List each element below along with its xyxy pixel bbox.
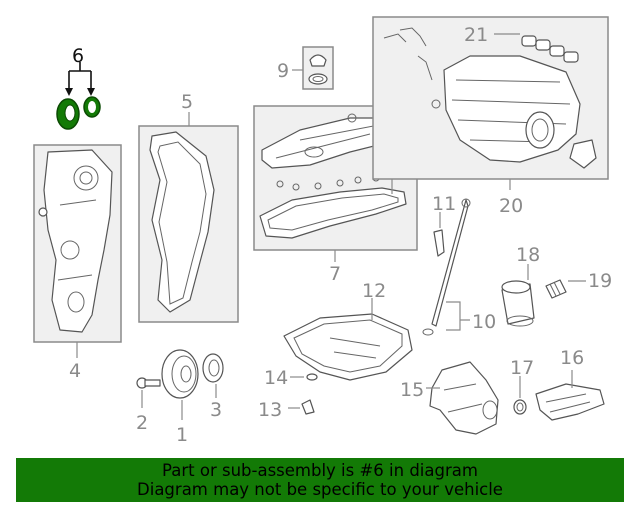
- part-6-seal-assembly[interactable]: [56, 96, 101, 130]
- callout-12[interactable]: 12: [362, 280, 386, 302]
- part-16-baffle-plate[interactable]: [535, 383, 605, 421]
- callout-11[interactable]: 11: [432, 193, 456, 215]
- part-11-dipstick-guide[interactable]: [433, 229, 445, 257]
- part-13-drain-plug[interactable]: [301, 399, 315, 415]
- callout-10[interactable]: 10: [472, 311, 496, 333]
- callout-20[interactable]: 20: [499, 195, 523, 217]
- callout-2[interactable]: 2: [136, 412, 148, 434]
- part-4-timing-cover[interactable]: [43, 149, 113, 333]
- callout-21[interactable]: 21: [464, 24, 488, 46]
- callout-7[interactable]: 7: [329, 263, 341, 285]
- part-12-oil-pan[interactable]: [283, 313, 413, 381]
- banner-line-part: Part or sub-assembly is #6 in diagram: [162, 461, 478, 480]
- callout-3[interactable]: 3: [210, 399, 222, 421]
- banner-line-disclaimer: Diagram may not be specific to your vehi…: [137, 480, 503, 499]
- part-19-drain-plug[interactable]: [545, 279, 567, 299]
- leader-10: [446, 301, 470, 331]
- part-3-crank-seal[interactable]: [202, 353, 224, 383]
- part-2-pulley-bolt[interactable]: [136, 377, 161, 389]
- part-1-crank-pulley[interactable]: [161, 349, 199, 399]
- callout-19[interactable]: 19: [588, 270, 612, 292]
- callout-1[interactable]: 1: [176, 424, 188, 446]
- callout-9[interactable]: 9: [277, 60, 289, 82]
- callout-4[interactable]: 4: [69, 360, 81, 382]
- callout-18[interactable]: 18: [516, 244, 540, 266]
- callout-13[interactable]: 13: [258, 399, 282, 421]
- part-10-dipstick[interactable]: [422, 198, 471, 336]
- part-6-o-ring-hole: [88, 101, 96, 113]
- part-8-valve-cover-gasket[interactable]: [259, 187, 407, 239]
- callout-17[interactable]: 17: [510, 357, 534, 379]
- part-4-dowel: [38, 207, 48, 217]
- part-5-cover-gasket[interactable]: [149, 131, 215, 313]
- callout-5[interactable]: 5: [181, 91, 193, 113]
- part-18-oil-filter[interactable]: [501, 280, 535, 327]
- callout-15[interactable]: 15: [400, 379, 424, 401]
- callout-6[interactable]: 6: [72, 45, 84, 67]
- part-14-drain-washer[interactable]: [306, 373, 318, 381]
- callout-14[interactable]: 14: [264, 367, 288, 389]
- leader-6: [68, 62, 92, 90]
- part-21-manifold-gaskets[interactable]: [521, 35, 579, 63]
- callout-16[interactable]: 16: [560, 347, 584, 369]
- part-17-o-ring[interactable]: [513, 399, 527, 415]
- part-9-cap-and-gasket[interactable]: [308, 54, 328, 85]
- part-20-intake-manifold[interactable]: [383, 27, 597, 169]
- part-6-seal-inner: [64, 104, 76, 122]
- part-7-valve-cover[interactable]: [261, 113, 397, 191]
- leader-6-arrows: [65, 88, 95, 96]
- exploded-parts-diagram: 6 4 5 9 8: [33, 16, 612, 446]
- part-info-banner: Part or sub-assembly is #6 in diagram Di…: [16, 458, 624, 502]
- part-15-oil-pump[interactable]: [429, 361, 499, 435]
